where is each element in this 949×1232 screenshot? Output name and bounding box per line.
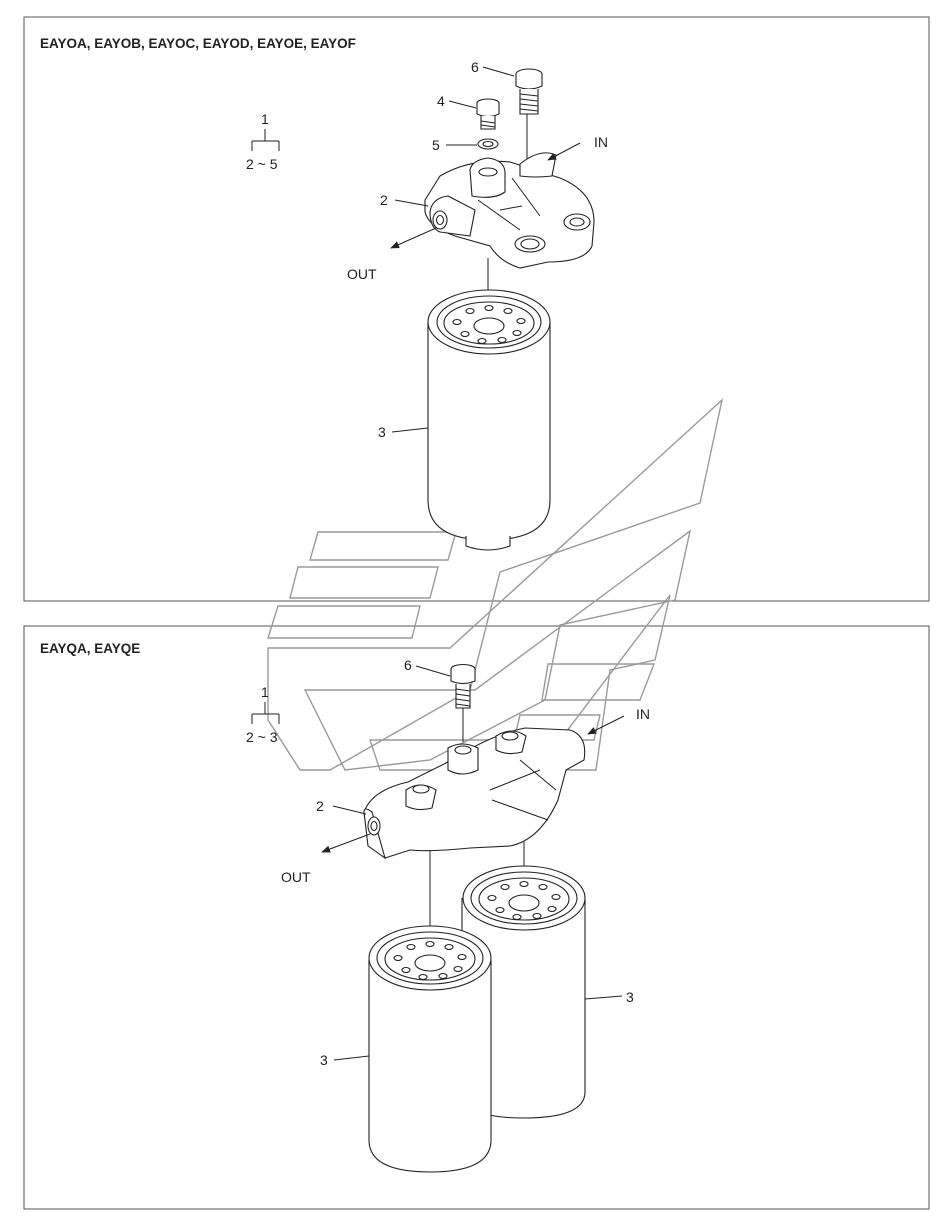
outlet-label-2: OUT — [281, 869, 311, 885]
washer-part — [477, 138, 499, 150]
outlet-arrow-2 — [321, 833, 371, 853]
panel-1-frame — [23, 16, 930, 602]
panel-2-assembly-range: 2 ~ 3 — [246, 729, 278, 745]
inlet-arrow-2 — [587, 715, 625, 735]
panel-2-assembly-top: 1 — [261, 684, 269, 700]
filter-cartridge-part — [427, 289, 551, 551]
inlet-label: IN — [594, 134, 608, 150]
callout-3c: 3 — [320, 1052, 328, 1068]
short-bolt-part — [476, 98, 500, 130]
callout-2: 2 — [380, 192, 388, 208]
callout-3: 3 — [378, 424, 386, 440]
panel-2-title: EAYQA, EAYQE — [40, 641, 140, 656]
callout-5: 5 — [432, 137, 440, 153]
outlet-arrow — [390, 227, 437, 249]
right-filter-cartridge-part — [461, 865, 586, 1119]
dual-filter-head-part — [363, 727, 586, 860]
panel-1-assembly-bracket: 1 2 ~ 5 — [246, 111, 280, 172]
inlet-arrow — [547, 142, 581, 161]
callout-2b: 2 — [316, 798, 324, 814]
panel-2-frame — [23, 625, 930, 1210]
bolt-part-panel-2 — [450, 663, 476, 742]
panel-2-assembly-bracket: 1 2 ~ 3 — [246, 684, 280, 745]
callout-6: 6 — [471, 59, 479, 75]
watermark-logo — [267, 398, 724, 771]
inlet-label-2: IN — [636, 706, 650, 722]
long-bolt-part — [515, 68, 543, 236]
panel-1-title: EAYOA, EAYOB, EAYOC, EAYOD, EAYOE, EAYOF — [40, 36, 356, 51]
callout-6b: 6 — [404, 657, 412, 673]
outlet-label: OUT — [347, 266, 377, 282]
panel-1-assembly-top: 1 — [261, 111, 269, 127]
left-filter-cartridge-part — [368, 925, 492, 1173]
callout-3b: 3 — [626, 989, 634, 1005]
panel-1-assembly-range: 2 ~ 5 — [246, 156, 278, 172]
callout-4: 4 — [437, 93, 445, 109]
filter-head-part — [424, 152, 595, 269]
